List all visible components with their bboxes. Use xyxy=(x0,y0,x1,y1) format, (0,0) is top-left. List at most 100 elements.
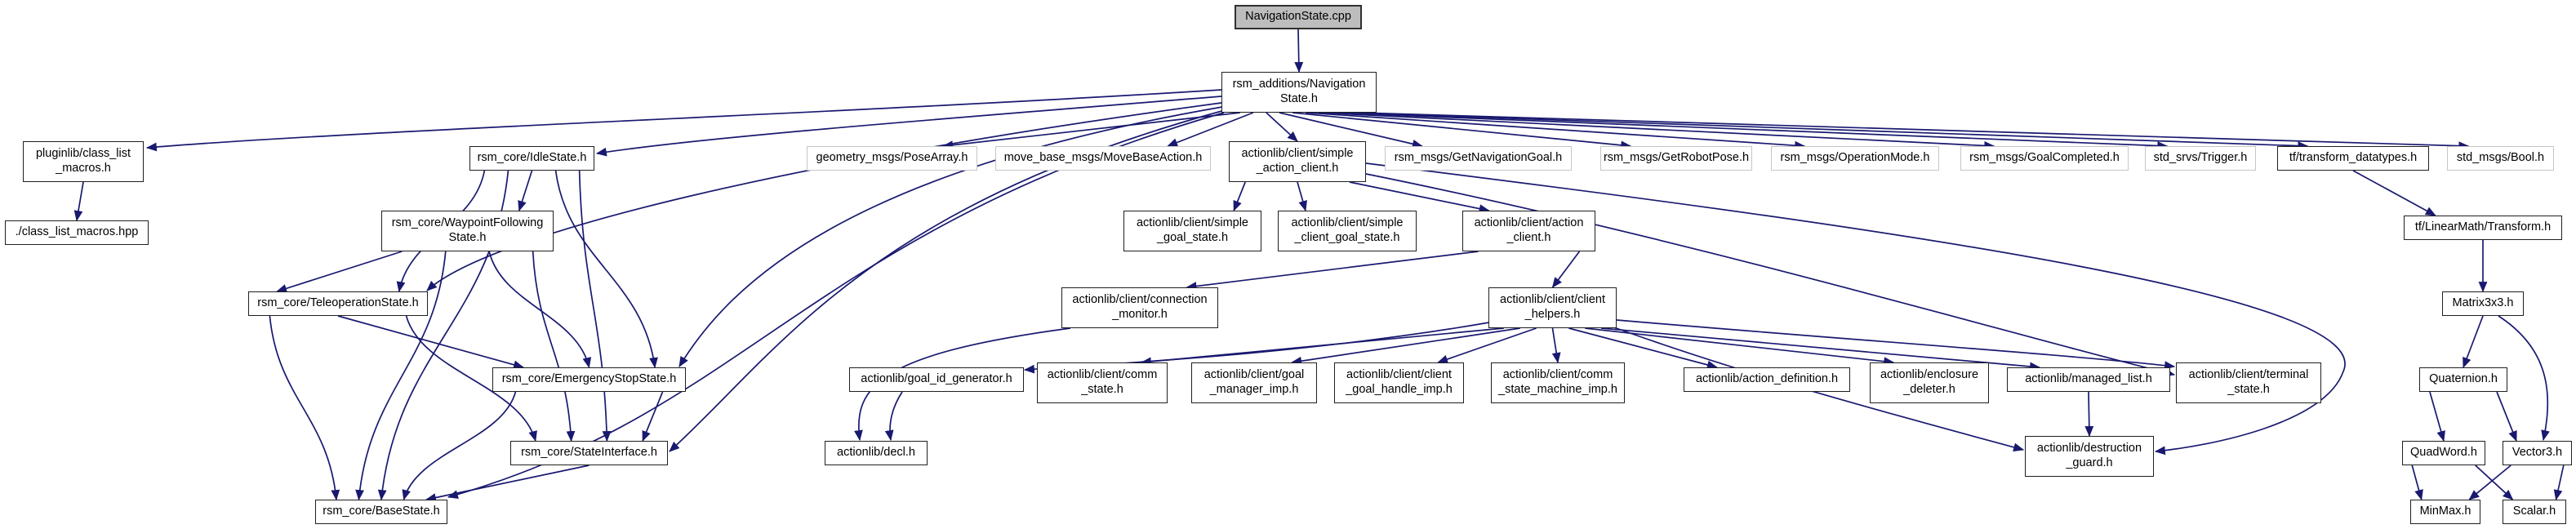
edge-ac-helpers xyxy=(1551,251,1581,288)
edge-nav_h-gc xyxy=(1319,112,1995,150)
edge-vec3-scalar xyxy=(2553,465,2565,501)
graph-node-pluginlib[interactable]: pluginlib/class_list _macros.h xyxy=(23,141,144,182)
graph-node-minmax[interactable]: MinMax.h xyxy=(2410,500,2480,524)
graph-node-comm[interactable]: actionlib/client/comm _state.h xyxy=(1037,362,1168,403)
edge-nav_h-emerg xyxy=(678,106,1223,367)
graph-node-label: MinMax.h xyxy=(2419,505,2471,518)
graph-node-encl[interactable]: actionlib/enclosure _deleter.h xyxy=(1870,362,1989,403)
graph-node-csmi[interactable]: actionlib/client/comm _state_machine_imp… xyxy=(1491,362,1625,403)
graph-node-scgs[interactable]: actionlib/client/simple _client_goal_sta… xyxy=(1278,211,1417,251)
graph-node-label: rsm_msgs/OperationMode.h xyxy=(1780,151,1930,165)
graph-node-cghi[interactable]: actionlib/client/client _goal_handle_imp… xyxy=(1334,362,1464,403)
graph-node-label: rsm_additions/Navigation State.h xyxy=(1232,78,1366,105)
graph-node-idle[interactable]: rsm_core/IdleState.h xyxy=(469,146,594,171)
graph-node-sgs[interactable]: actionlib/client/simple _goal_state.h xyxy=(1123,211,1261,251)
edge-pluginlib-clm_hpp xyxy=(73,181,84,222)
graph-node-label: ./class_list_macros.hpp xyxy=(15,225,139,239)
edge-nav_h-om xyxy=(1305,112,1806,150)
graph-node-term[interactable]: actionlib/client/terminal _state.h xyxy=(2176,362,2321,403)
edge-helpers-encl xyxy=(1585,327,1895,367)
graph-node-label: actionlib/managed_list.h xyxy=(2025,372,2152,386)
graph-node-base[interactable]: rsm_core/BaseState.h xyxy=(315,500,447,524)
graph-node-ac[interactable]: actionlib/client/action _client.h xyxy=(1462,211,1595,251)
graph-node-transform[interactable]: tf/LinearMath/Transform.h xyxy=(2404,216,2562,240)
graph-node-om: rsm_msgs/OperationMode.h xyxy=(1771,146,1939,171)
edge-teleop-emerg xyxy=(337,315,524,370)
graph-node-label: QuadWord.h xyxy=(2410,446,2477,460)
edge-matrix-vec3 xyxy=(2498,315,2550,442)
graph-node-label: actionlib/client/comm _state.h xyxy=(1047,368,1158,396)
graph-node-dguard[interactable]: actionlib/destruction _guard.h xyxy=(2025,436,2154,477)
edge-nav_h-td xyxy=(1345,112,2309,150)
graph-node-quad[interactable]: QuadWord.h xyxy=(2402,441,2485,465)
graph-node-label: actionlib/client/client _goal_handle_imp… xyxy=(1346,368,1453,396)
graph-node-label: actionlib/client/client _helpers.h xyxy=(1500,293,1605,321)
graph-node-label: actionlib/client/simple _client_goal_sta… xyxy=(1291,216,1404,244)
graph-node-label: actionlib/action_definition.h xyxy=(1695,372,1839,386)
graph-node-label: rsm_msgs/GetRobotPose.h xyxy=(1603,151,1750,165)
edge-vec3-minmax xyxy=(2468,465,2511,500)
edge-sac-ac xyxy=(1349,181,1490,213)
edge-waypoint-sif xyxy=(532,251,576,442)
graph-node-label: Scalar.h xyxy=(2512,505,2556,518)
graph-node-label: Matrix3x3.h xyxy=(2452,296,2514,310)
graph-node-sac[interactable]: actionlib/client/simple _action_client.h xyxy=(1229,141,1366,182)
graph-node-label: NavigationState.cpp xyxy=(1245,10,1351,24)
graph-node-decl[interactable]: actionlib/decl.h xyxy=(825,441,928,465)
edge-goalid-decl xyxy=(884,391,903,442)
graph-node-move: move_base_msgs/MoveBaseAction.h xyxy=(995,146,1211,171)
edge-helpers-term xyxy=(1616,319,2176,371)
graph-node-label: rsm_core/EmergencyStopState.h xyxy=(501,372,677,386)
graph-node-mlist[interactable]: actionlib/managed_list.h xyxy=(2007,367,2170,392)
graph-node-label: actionlib/enclosure _deleter.h xyxy=(1880,368,1979,396)
edge-helpers-mlist xyxy=(1601,327,2041,371)
graph-node-goalid[interactable]: actionlib/goal_id_generator.h xyxy=(849,367,1024,392)
edge-sac-term xyxy=(1365,173,2176,377)
edge-emerg-sif xyxy=(642,391,664,442)
graph-node-vec3[interactable]: Vector3.h xyxy=(2503,441,2572,465)
edge-helpers-comm xyxy=(1140,327,1504,367)
graph-node-quat[interactable]: Quaternion.h xyxy=(2419,367,2507,392)
graph-node-bool: std_msgs/Bool.h xyxy=(2447,146,2554,171)
graph-node-clm_hpp[interactable]: ./class_list_macros.hpp xyxy=(5,220,149,245)
graph-node-scalar[interactable]: Scalar.h xyxy=(2503,500,2566,524)
edge-teleop-sif xyxy=(405,315,537,442)
edge-nav_h-trig xyxy=(1332,112,2169,150)
graph-node-helpers[interactable]: actionlib/client/client _helpers.h xyxy=(1488,287,1617,328)
edge-nav_h-move xyxy=(1167,112,1254,147)
graph-node-label: actionlib/decl.h xyxy=(837,446,915,460)
graph-node-matrix[interactable]: Matrix3x3.h xyxy=(2442,291,2524,316)
graph-node-nav_h[interactable]: rsm_additions/Navigation State.h xyxy=(1221,72,1377,113)
edge-nav_h-grp xyxy=(1292,112,1632,150)
edge-ac-conn xyxy=(1186,251,1479,291)
graph-node-label: actionlib/client/simple _action_client.h xyxy=(1241,147,1354,175)
graph-node-label: actionlib/client/terminal _state.h xyxy=(2188,368,2309,396)
edge-nav_h-idle xyxy=(595,96,1222,157)
graph-node-pose: geometry_msgs/PoseArray.h xyxy=(807,146,977,171)
graph-node-teleop[interactable]: rsm_core/TeleoperationState.h xyxy=(248,291,428,316)
graph-node-label: std_msgs/Bool.h xyxy=(2456,151,2545,165)
graph-node-gng: rsm_msgs/GetNavigationGoal.h xyxy=(1385,146,1572,171)
graph-node-emerg[interactable]: rsm_core/EmergencyStopState.h xyxy=(492,367,686,392)
graph-node-conn[interactable]: actionlib/client/connection _monitor.h xyxy=(1061,287,1218,328)
edge-td-transform xyxy=(2352,170,2436,216)
edge-helpers-dguard xyxy=(1611,326,2025,452)
graph-node-td[interactable]: tf/transform_datatypes.h xyxy=(2277,146,2429,171)
graph-node-label: rsm_core/StateInterface.h xyxy=(521,446,657,460)
graph-node-cpp: NavigationState.cpp xyxy=(1235,5,1362,29)
graph-node-waypoint[interactable]: rsm_core/WaypointFollowing State.h xyxy=(381,211,554,251)
edge-quat-vec3 xyxy=(2496,391,2517,442)
graph-node-label: tf/LinearMath/Transform.h xyxy=(2414,220,2552,234)
edge-nav_h-sac xyxy=(1266,112,1298,142)
edge-sac-dguard xyxy=(1365,162,2346,456)
graph-node-adef[interactable]: actionlib/action_definition.h xyxy=(1684,367,1850,392)
edge-helpers-csmi xyxy=(1551,327,1561,364)
edge-quat-quad xyxy=(2429,391,2445,442)
graph-node-label: actionlib/client/connection _monitor.h xyxy=(1072,293,1208,321)
graph-node-label: actionlib/client/simple _goal_state.h xyxy=(1136,216,1248,244)
graph-node-label: actionlib/client/action _client.h xyxy=(1474,216,1584,244)
graph-node-gmi[interactable]: actionlib/client/goal _manager_imp.h xyxy=(1191,362,1317,403)
graph-node-sif[interactable]: rsm_core/StateInterface.h xyxy=(510,441,668,465)
edge-helpers-adef xyxy=(1568,327,1718,370)
